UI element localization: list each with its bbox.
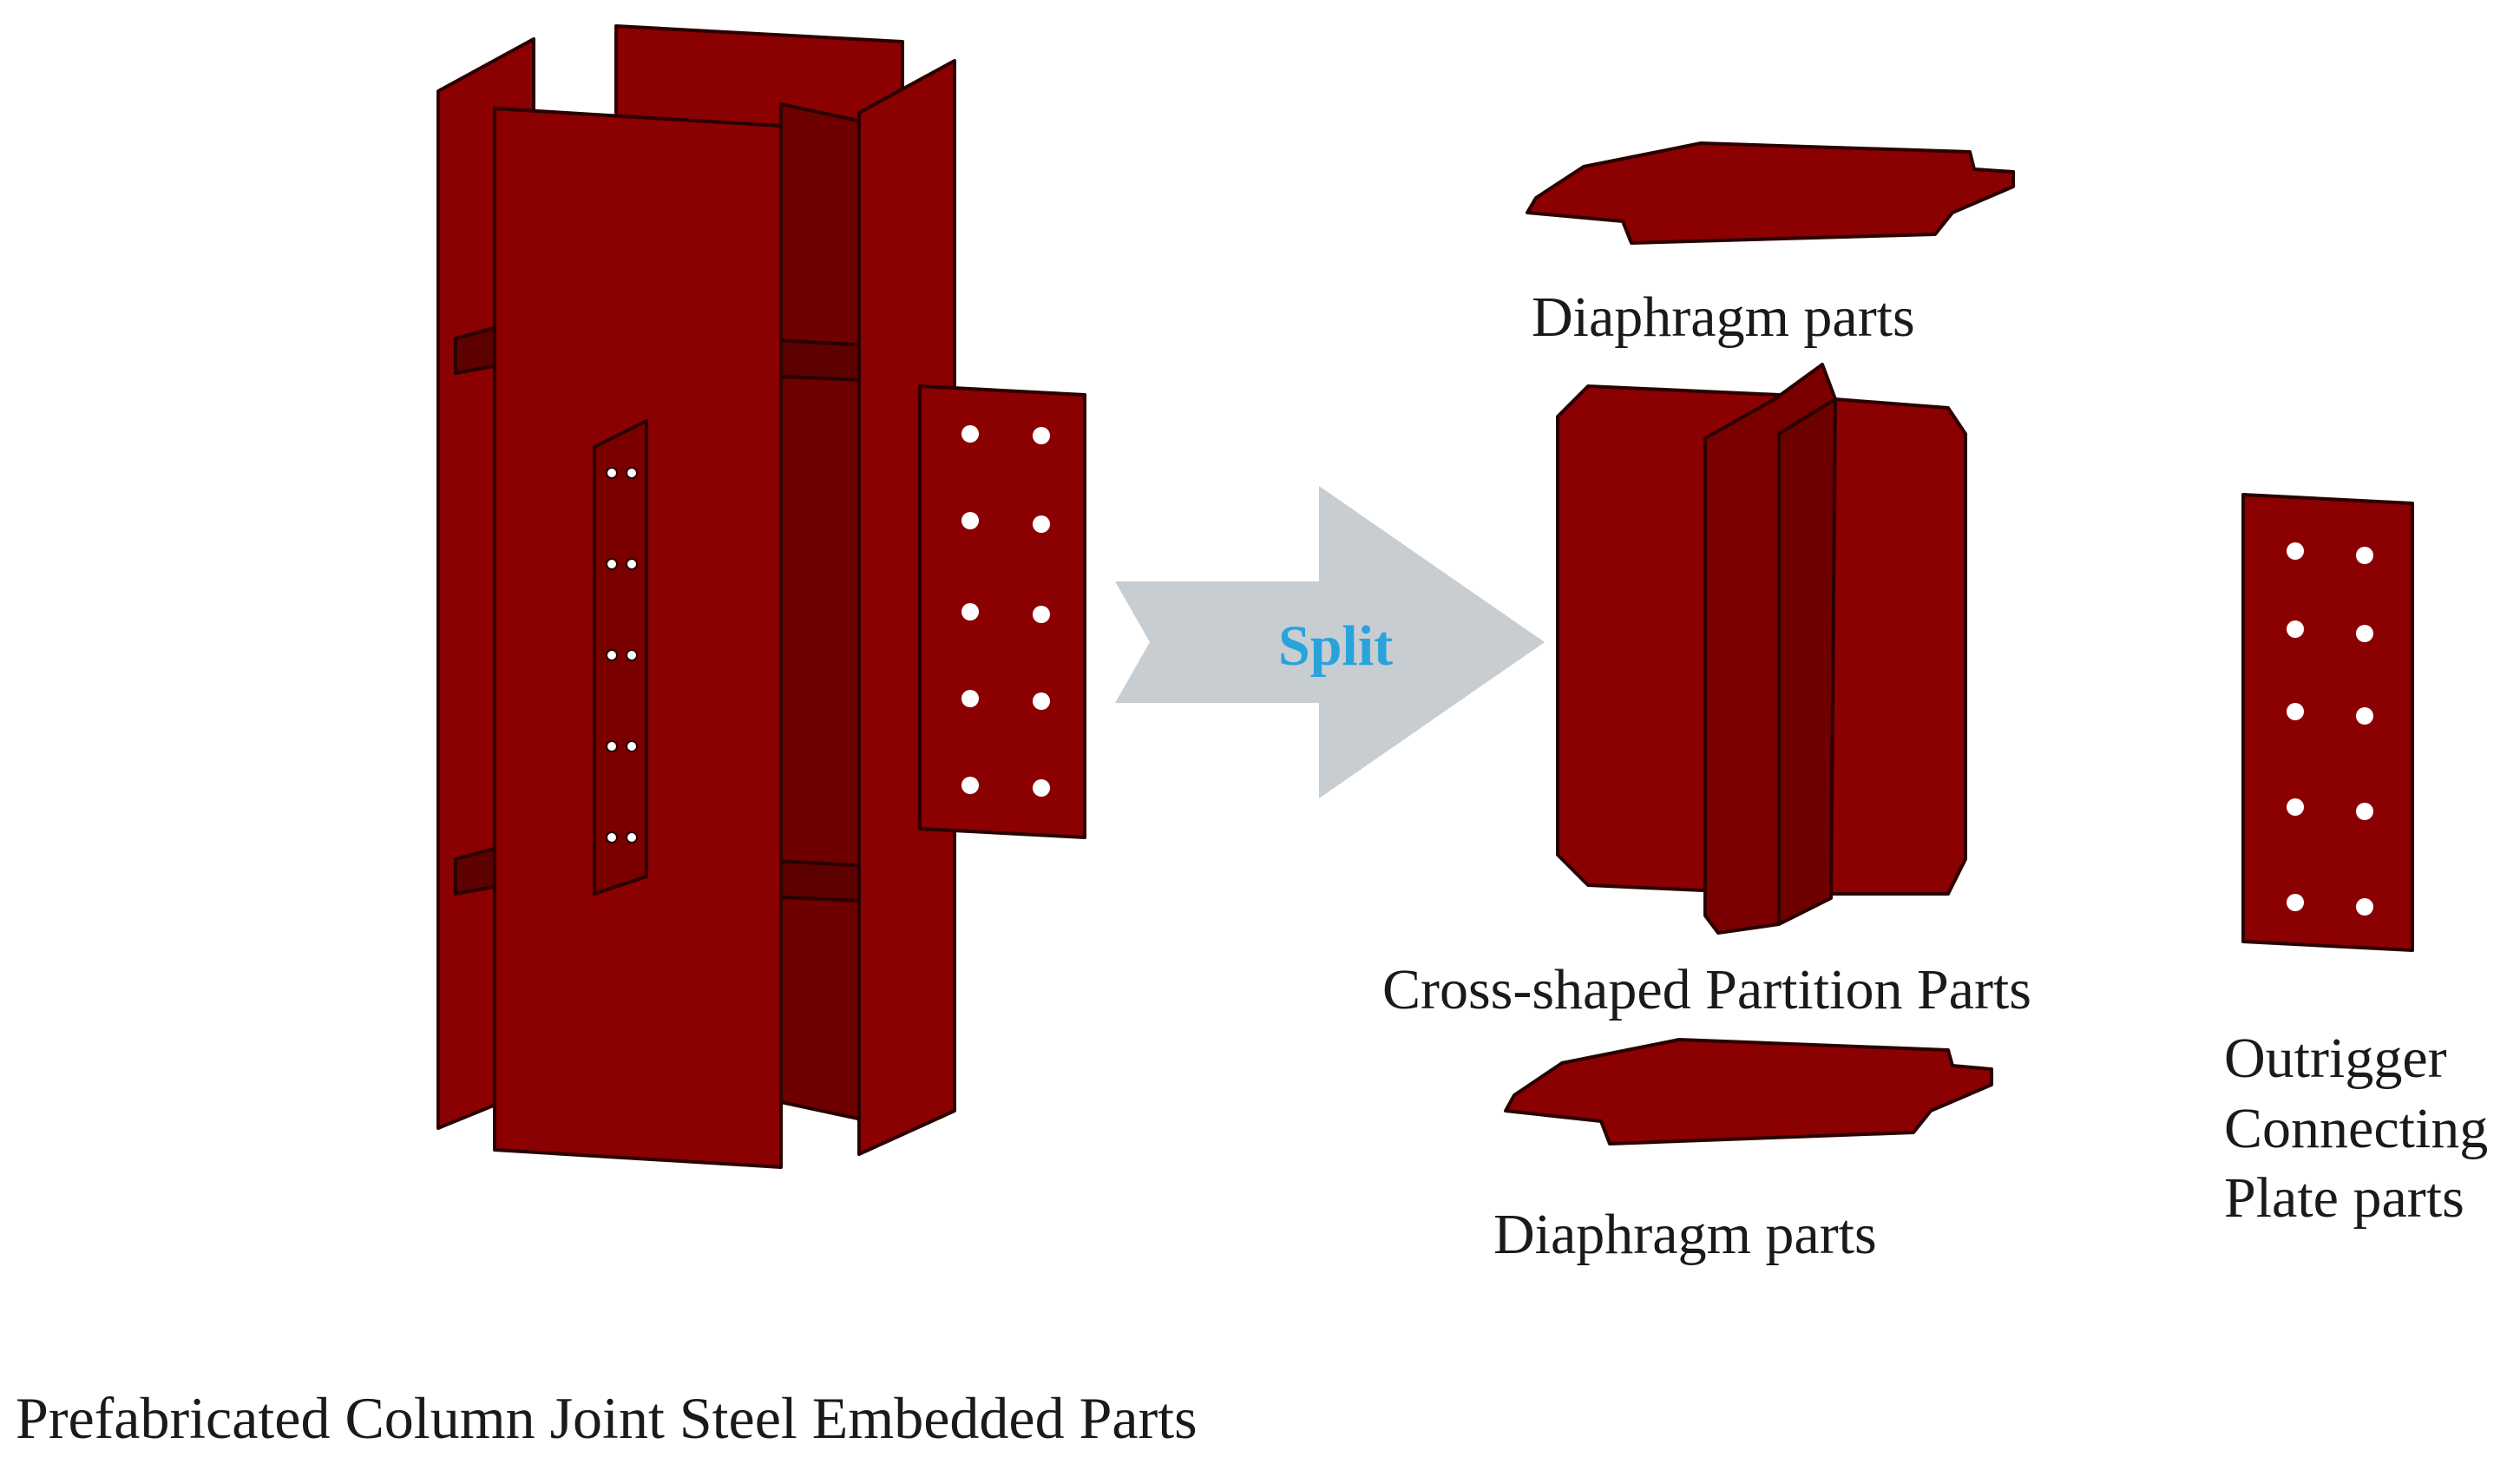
label-cross-partition: Cross-shaped Partition Parts: [1382, 958, 2031, 1021]
label-assembly: Prefabricated Column Joint Steel Embedde…: [16, 1385, 1198, 1451]
diaphragm-part-bottom: [1504, 1038, 1993, 1145]
label-outrigger-line-1: Outrigger: [2224, 1027, 2447, 1090]
label-diaphragm-bottom: Diaphragm parts: [1493, 1203, 1877, 1266]
split-label: Split: [1278, 614, 1394, 678]
assembled-column-joint: [436, 24, 1086, 1169]
cross-partition-part: [1556, 363, 1967, 935]
attached-outrigger-holes: [961, 425, 1050, 797]
label-outrigger-line-3: Plate parts: [2224, 1166, 2464, 1231]
outrigger-plate-holes: [2287, 542, 2373, 916]
label-diaphragm-top: Diaphragm parts: [1532, 286, 1915, 349]
inner-connecting-plate: [593, 419, 648, 896]
label-outrigger-plate: Outrigger Connecting Plate parts: [2224, 1024, 2520, 1234]
split-arrow: [1115, 486, 1545, 798]
label-outrigger-line-2: Connecting: [2224, 1096, 2489, 1160]
outrigger-plate-part: [2241, 493, 2414, 952]
inner-plate-holes: [606, 467, 638, 844]
right-fin-plate: [857, 59, 956, 1156]
attached-outrigger-plate: [918, 384, 1086, 839]
diaphragm-top-edge: [1526, 185, 2014, 245]
diaphragm-bottom-edge: [1505, 1083, 1992, 1145]
